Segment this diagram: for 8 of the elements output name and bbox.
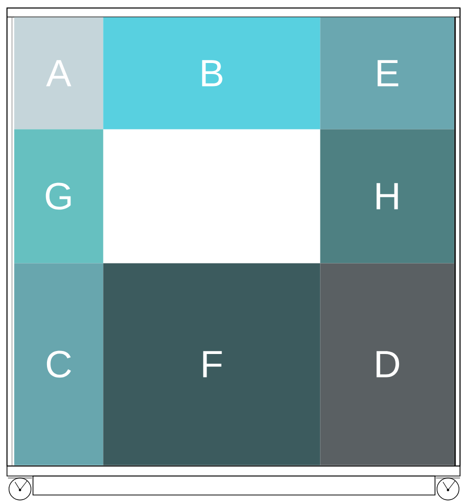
cabinet-section: B [103,17,320,130]
cabinet-section: A [14,17,104,130]
cabinet-section: G [14,129,104,264]
cabinet-section: D [320,263,454,466]
cabinet-section: E [320,17,454,130]
cabinet-section: F [103,263,320,466]
cabinet-section: H [320,129,454,264]
cabinet-section: C [14,263,104,466]
